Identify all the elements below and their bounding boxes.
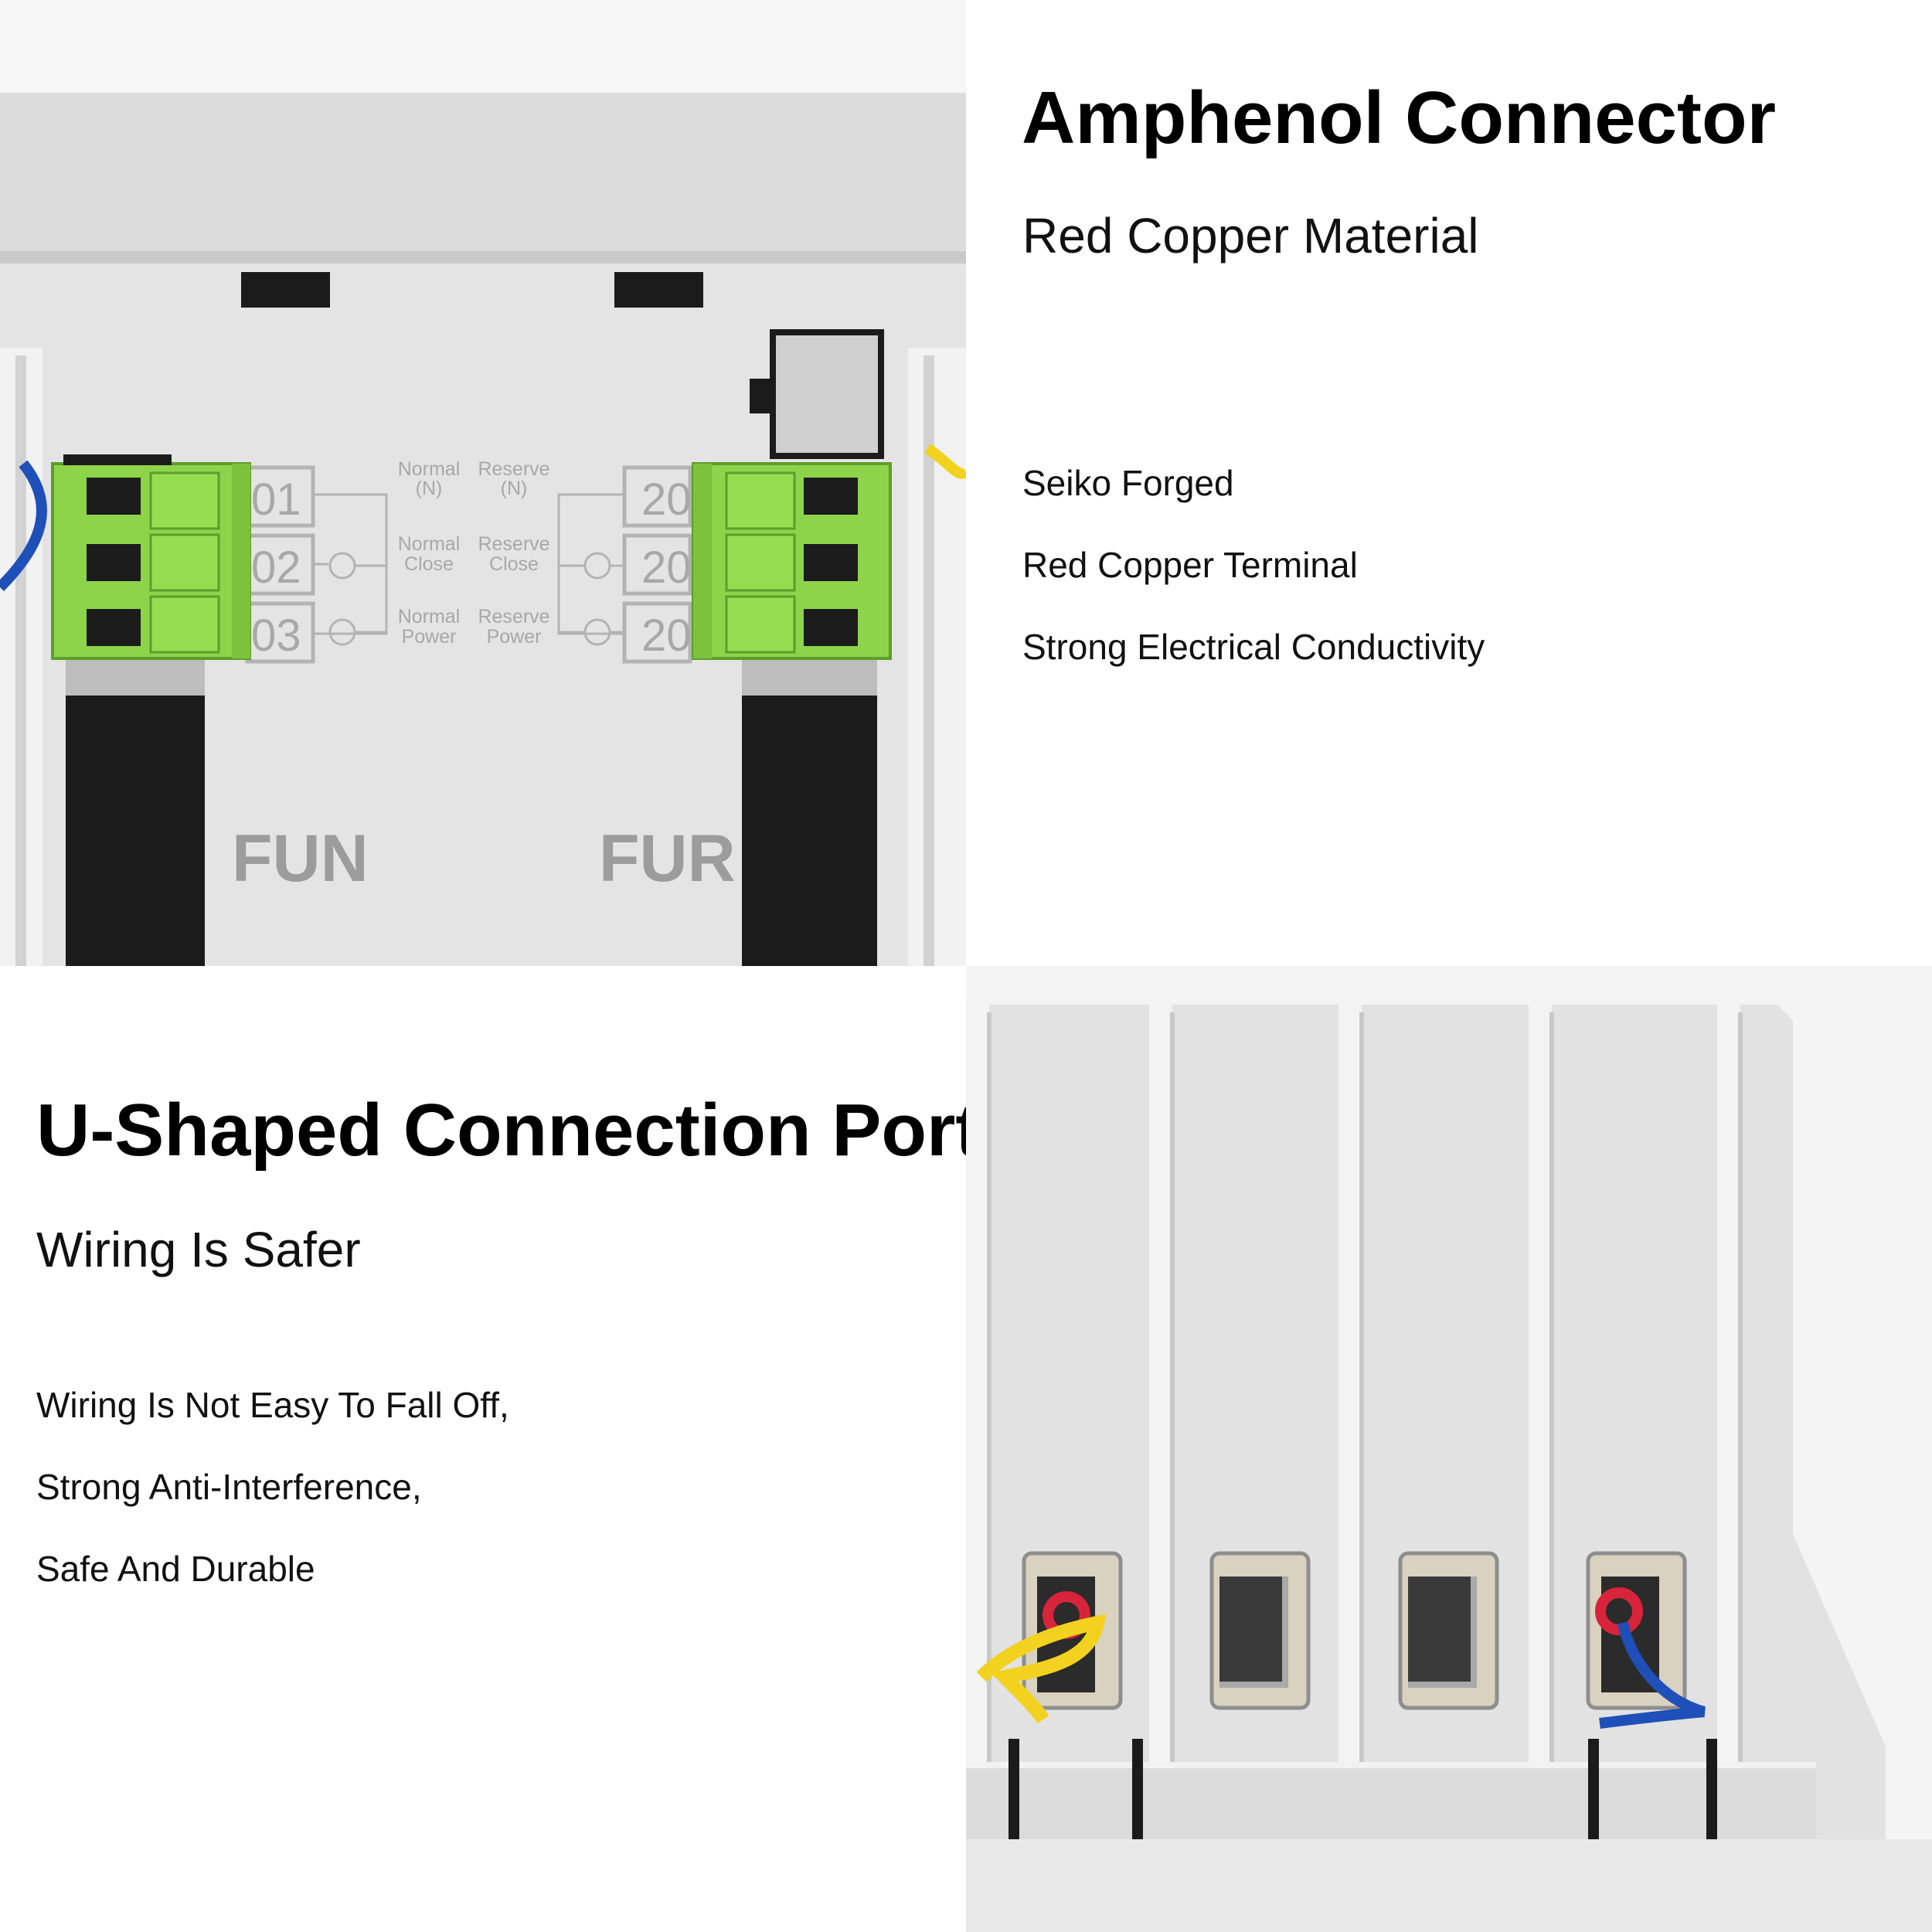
terminal-label-left-1: 01 [251,474,301,525]
fur-label: FUR [599,821,736,896]
yellow-wire [976,1614,1107,1724]
green-connector-left [51,454,251,660]
fun-label: FUN [232,821,369,896]
label-reserve-n-2: (N) [501,478,528,499]
connector-title: Amphenol Connector [1022,77,1776,159]
connector-text-panel: Amphenol Connector Red Copper Material S… [966,0,1932,966]
u-port-3 [1398,1551,1499,1710]
terminal-label-left-3: 03 [251,611,301,661]
label-normal-n-2: (N) [416,478,443,499]
label-normal-n-1: Normal [398,458,461,480]
label-reserve-close-1: Reserve [478,533,549,555]
u-port-4 [1586,1551,1687,1710]
label-reserve-close-2: Close [489,553,539,575]
port-illustration [966,997,1932,1932]
u-port-2 [1209,1551,1311,1710]
label-normal-power-2: Power [402,626,457,648]
terminal-label-left-2: 02 [251,543,301,593]
port-photo [966,966,1932,1932]
blue-wire [1599,1621,1706,1729]
label-normal-close-2: Close [404,553,454,575]
feature-item: Red Copper Terminal [1022,545,1358,585]
port-subtitle: Wiring Is Safer [36,1222,361,1277]
port-text-panel: U-Shaped Connection Port Wiring Is Safer… [0,966,966,1932]
feature-item: Wiring Is Not Easy To Fall Off, [36,1385,509,1425]
green-connector-right [692,462,892,660]
connector-subtitle: Red Copper Material [1022,208,1479,264]
connector-illustration: 01 02 03 20 20 20 Normal (N) Reserve (N)… [0,93,966,966]
terminal-label-right-3: 20 [641,611,692,661]
port-feature-list: Wiring Is Not Easy To Fall Off, Strong A… [36,1383,509,1629]
label-reserve-n-1: Reserve [478,458,549,480]
terminal-label-right-1: 20 [641,474,692,525]
port-title: U-Shaped Connection Port [36,1089,966,1172]
connector-feature-list: Seiko Forged Red Copper Terminal Strong … [1022,461,1485,707]
feature-item: Safe And Durable [36,1549,315,1589]
label-normal-power-1: Normal [398,606,461,628]
connector-photo: 01 02 03 20 20 20 Normal (N) Reserve (N)… [0,0,966,966]
label-reserve-power-2: Power [487,626,542,648]
terminal-label-right-2: 20 [641,543,692,593]
feature-item: Strong Anti-Interference, [36,1467,422,1507]
label-normal-close-1: Normal [398,533,461,555]
feature-item: Seiko Forged [1022,463,1234,503]
label-reserve-power-1: Reserve [478,606,549,628]
feature-item: Strong Electrical Conductivity [1022,627,1485,667]
